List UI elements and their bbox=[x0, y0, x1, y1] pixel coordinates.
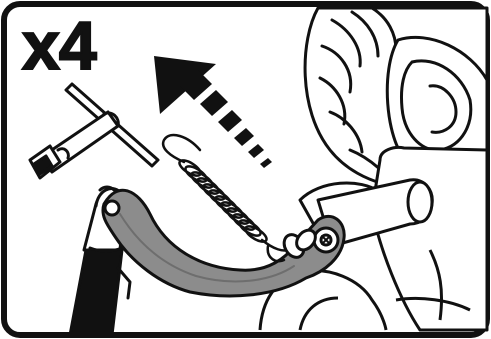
repeat-count-label: x4 bbox=[22, 6, 96, 86]
